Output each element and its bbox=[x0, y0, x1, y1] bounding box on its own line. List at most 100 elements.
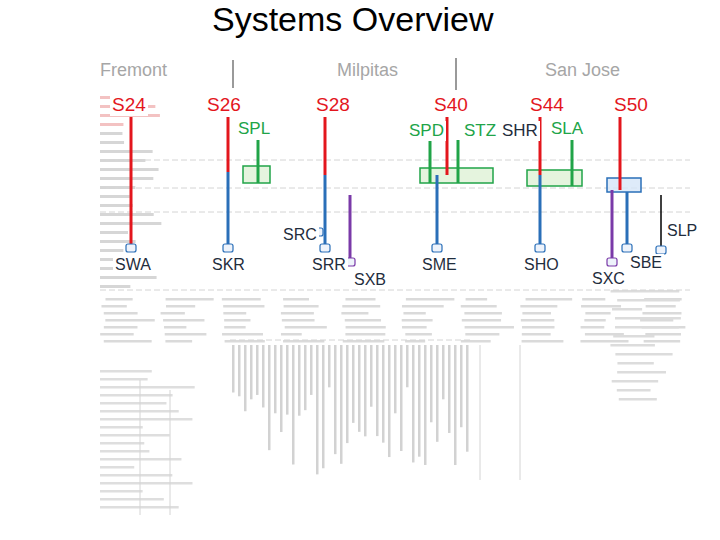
faded-schematic bbox=[0, 54, 720, 520]
faded-mark bbox=[100, 506, 179, 509]
faded-mark bbox=[442, 345, 445, 399]
faded-mark bbox=[424, 345, 427, 465]
faded-mark bbox=[100, 276, 157, 279]
faded-mark bbox=[100, 490, 143, 493]
faded-wire bbox=[230, 340, 470, 341]
station-code: S44 bbox=[528, 94, 566, 116]
system-code: SLA bbox=[549, 119, 585, 139]
faded-wire bbox=[170, 390, 171, 515]
system-code: SWA bbox=[113, 256, 153, 274]
faded-mark bbox=[382, 345, 385, 443]
faded-mark bbox=[521, 319, 554, 322]
faded-mark bbox=[101, 305, 126, 308]
faded-mark bbox=[100, 132, 122, 135]
faded-mark bbox=[100, 410, 179, 413]
faded-wire bbox=[100, 212, 690, 213]
faded-mark bbox=[388, 345, 391, 457]
system-line bbox=[436, 175, 439, 246]
faded-mark bbox=[224, 319, 250, 322]
faded-mark bbox=[522, 326, 555, 329]
faded-mark bbox=[461, 305, 497, 308]
faded-mark bbox=[402, 319, 433, 322]
station-icon bbox=[223, 244, 233, 252]
faded-mark bbox=[283, 298, 309, 301]
system-line bbox=[324, 117, 327, 175]
system-line bbox=[571, 140, 574, 186]
system-line bbox=[619, 117, 622, 190]
faded-mark bbox=[617, 299, 680, 302]
highlight-box bbox=[607, 178, 641, 192]
faded-mark bbox=[345, 319, 381, 322]
faded-wire bbox=[480, 345, 481, 480]
faded-mark bbox=[316, 345, 319, 474]
faded-mark bbox=[402, 326, 427, 329]
faded-mark bbox=[100, 285, 130, 288]
faded-mark bbox=[376, 345, 379, 436]
faded-mark bbox=[223, 305, 264, 308]
faded-mark bbox=[394, 345, 397, 413]
faded-mark bbox=[298, 345, 301, 416]
faded-mark bbox=[454, 345, 457, 465]
faded-mark bbox=[615, 353, 672, 356]
faded-mark bbox=[100, 402, 166, 405]
station-icon bbox=[535, 244, 545, 252]
faded-mark bbox=[406, 298, 454, 301]
system-code: STZ bbox=[462, 121, 498, 141]
faded-mark bbox=[400, 345, 403, 451]
faded-wire bbox=[100, 290, 690, 291]
faded-mark bbox=[100, 498, 164, 501]
system-code: SXC bbox=[590, 270, 627, 288]
faded-mark bbox=[100, 442, 144, 445]
faded-mark bbox=[161, 312, 185, 315]
faded-wire bbox=[100, 188, 690, 189]
faded-mark bbox=[100, 150, 153, 153]
faded-mark bbox=[370, 345, 373, 407]
city-separator bbox=[455, 58, 457, 90]
faded-mark bbox=[250, 345, 253, 399]
faded-mark bbox=[224, 326, 245, 329]
faded-mark bbox=[346, 345, 349, 443]
faded-mark bbox=[615, 326, 679, 329]
faded-mark bbox=[364, 345, 367, 436]
faded-mark bbox=[268, 345, 271, 450]
faded-mark bbox=[585, 312, 610, 315]
faded-mark bbox=[465, 333, 499, 336]
faded-mark bbox=[232, 345, 235, 393]
faded-mark bbox=[526, 298, 573, 301]
faded-mark bbox=[292, 345, 295, 465]
system-code: SHR bbox=[500, 121, 540, 141]
faded-mark bbox=[466, 298, 488, 301]
system-line bbox=[429, 140, 432, 183]
faded-mark bbox=[584, 319, 605, 322]
faded-mark bbox=[646, 305, 676, 308]
faded-mark bbox=[466, 345, 469, 452]
faded-mark bbox=[612, 308, 642, 311]
faded-mark bbox=[580, 340, 628, 343]
faded-mark bbox=[322, 345, 325, 468]
system-line bbox=[611, 190, 614, 258]
faded-mark bbox=[613, 335, 654, 338]
station-code: S24 bbox=[110, 94, 148, 116]
faded-mark bbox=[166, 298, 214, 301]
highlight-box bbox=[527, 170, 582, 186]
station-code: S26 bbox=[205, 94, 243, 116]
faded-mark bbox=[165, 340, 192, 343]
faded-mark bbox=[222, 298, 261, 301]
city-name: San Jose bbox=[543, 60, 622, 81]
system-code: SKR bbox=[210, 256, 247, 274]
faded-mark bbox=[644, 340, 681, 343]
faded-mark bbox=[345, 298, 375, 301]
system-line bbox=[457, 140, 460, 183]
system-code: SBE bbox=[628, 254, 664, 272]
faded-mark bbox=[284, 305, 319, 308]
faded-mark bbox=[274, 345, 277, 413]
faded-mark bbox=[430, 345, 433, 422]
faded-mark bbox=[522, 312, 551, 315]
faded-mark bbox=[100, 177, 153, 180]
faded-mark bbox=[100, 418, 192, 421]
faded-mark bbox=[612, 380, 658, 383]
system-line bbox=[257, 140, 260, 183]
faded-mark bbox=[402, 305, 444, 308]
faded-mark bbox=[100, 450, 149, 453]
